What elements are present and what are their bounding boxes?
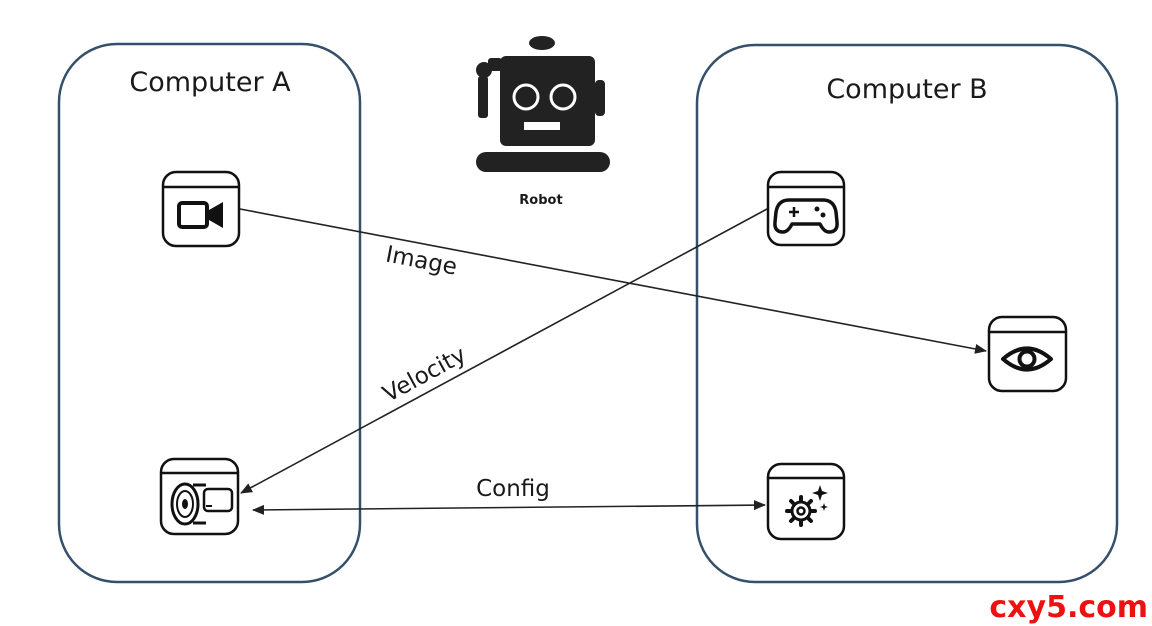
camera-icon xyxy=(177,201,223,229)
settings-node[interactable] xyxy=(766,462,846,541)
gamepad-icon xyxy=(773,198,839,234)
robot-label: Robot xyxy=(519,193,562,208)
computer-b-box: Computer B xyxy=(695,43,1119,584)
image-edge-label: Image xyxy=(383,242,459,281)
motor-node[interactable] xyxy=(159,457,240,536)
computer-a-title: Computer A xyxy=(129,67,291,98)
computer-b-title: Computer B xyxy=(826,74,987,105)
velocity-edge xyxy=(240,208,768,494)
motor-icon xyxy=(170,482,234,526)
config-edge xyxy=(252,500,766,515)
gamepad-node[interactable] xyxy=(766,170,846,247)
computer-a-box: Computer A xyxy=(57,42,362,584)
viewer-node[interactable] xyxy=(987,315,1068,393)
gear-sparkle-icon xyxy=(785,485,828,527)
config-edge-label: Config xyxy=(476,476,550,502)
camera-node[interactable] xyxy=(161,170,241,248)
velocity-edge-label: Velocity xyxy=(379,342,471,408)
watermark: cxy5.com xyxy=(989,590,1148,625)
robot-icon xyxy=(476,36,610,172)
eye-icon xyxy=(1001,346,1053,372)
image-edge xyxy=(239,208,987,354)
